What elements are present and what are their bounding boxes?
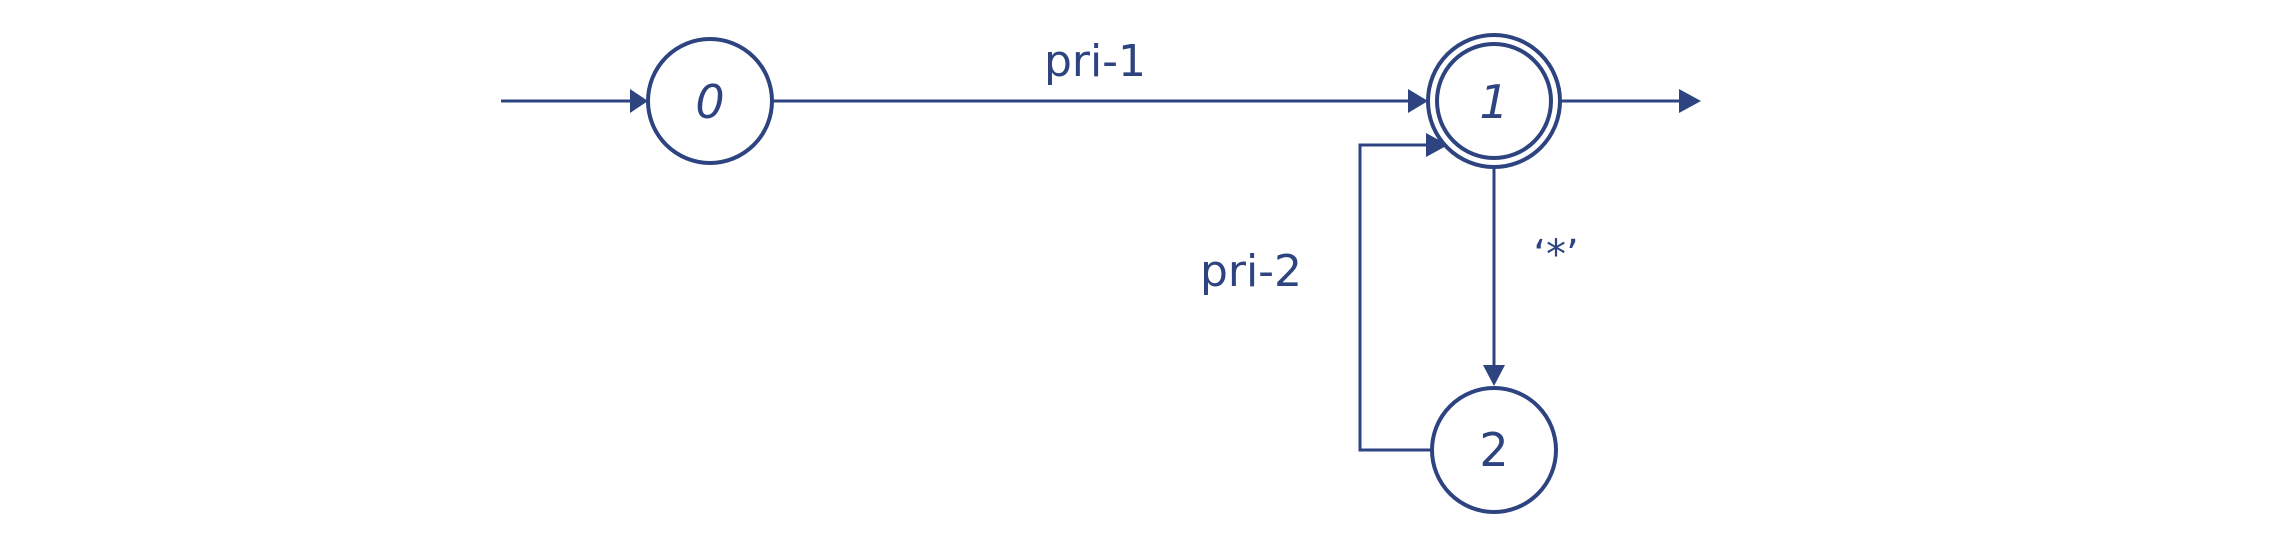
state-0: 0 [646, 37, 774, 165]
accept-arrow [1560, 89, 1701, 113]
transition-1-to-2 [1483, 167, 1505, 386]
state-label: 2 [1479, 423, 1508, 477]
transition-0-to-1 [772, 89, 1428, 113]
state-label: 0 [695, 75, 724, 129]
state-2: 2 [1430, 386, 1558, 514]
transition-label-pri-1: pri-1 [1044, 36, 1146, 87]
transition-label-pri-2: pri-2 [1200, 246, 1302, 297]
state-1-accepting: 1 [1426, 33, 1562, 169]
state-label: 1 [1479, 75, 1508, 129]
transition-label-star: ‘*’ [1533, 232, 1578, 278]
transition-2-to-1 [1358, 133, 1448, 452]
start-arrow [501, 89, 648, 113]
